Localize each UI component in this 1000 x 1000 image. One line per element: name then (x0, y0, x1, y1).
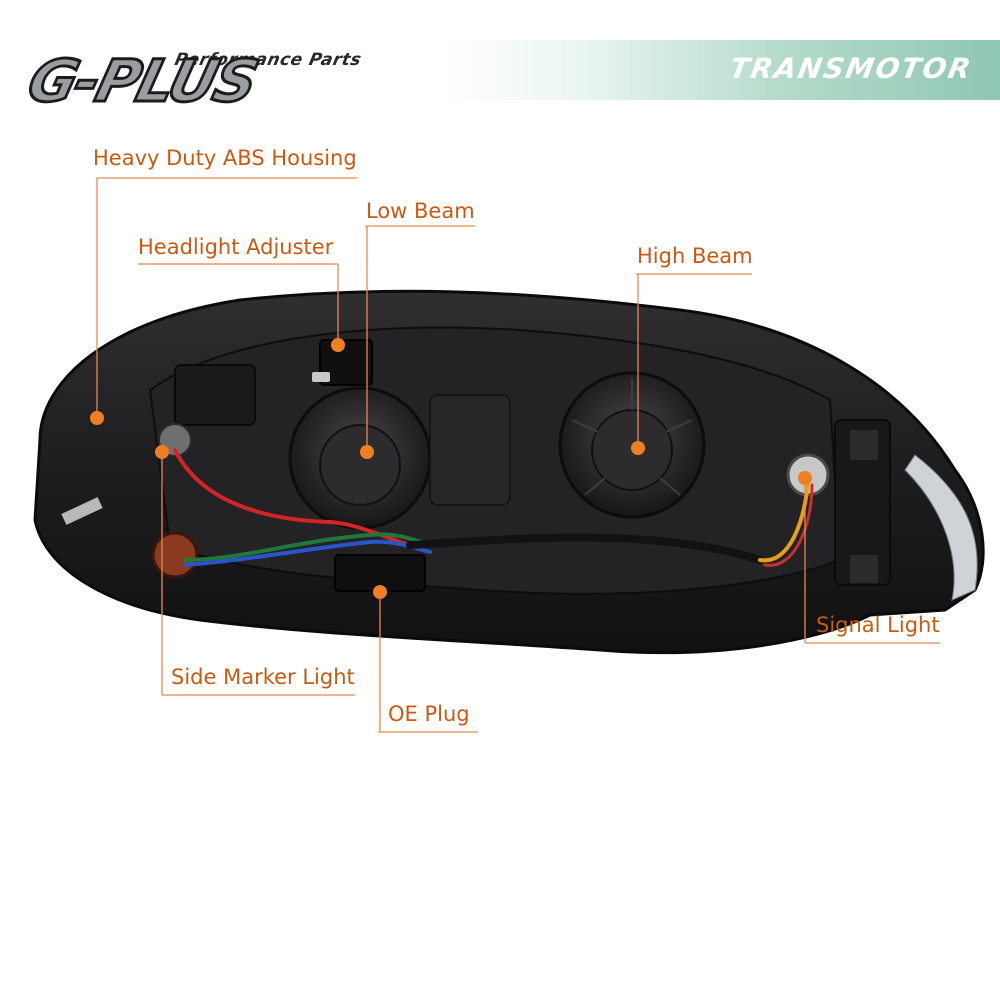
callout-high-beam: High Beam (637, 244, 753, 268)
callout-low-beam: Low Beam (366, 199, 475, 223)
callout-side-marker-light: Side Marker Light (171, 665, 355, 689)
adjuster-body (319, 339, 373, 386)
left-stud (61, 497, 103, 525)
callout-dots (90, 338, 812, 599)
lens-edge (904, 454, 978, 601)
callout-lines (96, 177, 940, 733)
left-block (174, 364, 256, 426)
callout-heavy-duty-abs-housing: Heavy Duty ABS Housing (93, 146, 357, 170)
low-beam-cap-center (319, 424, 401, 506)
bracket-tab-top (850, 430, 878, 460)
bracket-tab-bottom (850, 555, 878, 583)
side-marker-socket (151, 531, 199, 579)
center-panel (429, 394, 511, 506)
callout-headlight-adjuster: Headlight Adjuster (138, 235, 334, 259)
brand-banner: TRANSMOTOR (440, 40, 1000, 100)
callout-signal-light: Signal Light (816, 613, 940, 637)
wire-harness (173, 448, 814, 567)
callout-oe-plug: OE Plug (388, 702, 470, 726)
adjuster-screw (312, 372, 330, 382)
high-beam-ribs (571, 378, 693, 496)
right-bracket (834, 419, 891, 586)
